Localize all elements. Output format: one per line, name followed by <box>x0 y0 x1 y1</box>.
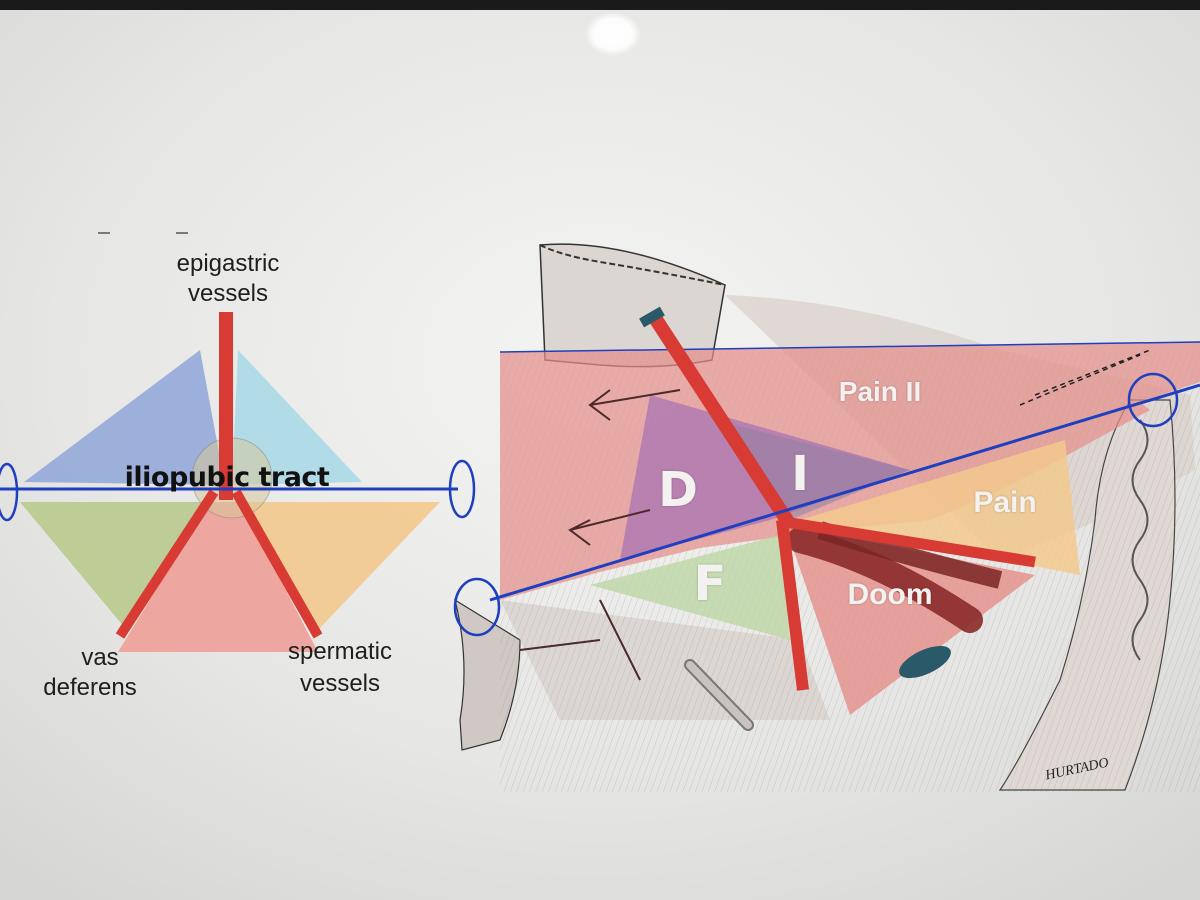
zone-i-label: I <box>791 446 809 502</box>
zone-lower-left <box>20 502 210 628</box>
spermatic-vessel <box>231 489 323 639</box>
zone-upper-left <box>24 350 225 485</box>
zone-lower-right <box>240 502 440 630</box>
vas-label-2: deferens <box>43 674 137 701</box>
pain-label: Pain <box>973 486 1037 519</box>
zone-i <box>715 420 910 520</box>
zone-upper-right <box>232 350 362 485</box>
doom-label: Doom <box>847 578 933 611</box>
zone-f-label: F <box>693 556 727 612</box>
pain-zone <box>800 440 1080 575</box>
zone-d-label: D <box>658 462 698 518</box>
asis-ring-marker <box>1127 372 1179 428</box>
epigastric-label-1: epigastric <box>176 250 280 277</box>
left-ring-marker <box>0 462 19 522</box>
vas-label-1: vas <box>81 644 119 671</box>
right-ring-marker <box>448 459 476 519</box>
iliopubic-line-right <box>489 383 1200 602</box>
spermatic-vessel-right <box>784 516 1036 568</box>
spermatic-label-2: vessels <box>299 670 381 697</box>
zone-f <box>590 535 790 640</box>
vas-deferens-vessel <box>115 489 219 639</box>
iliopubic-tract-label: iliopubic tract <box>124 462 330 493</box>
vas-vessel-right <box>776 519 809 691</box>
zone-lower-center <box>118 502 318 652</box>
left-diagram <box>0 312 476 652</box>
epigastric-label-2: vessels <box>187 280 269 307</box>
right-diagram <box>453 243 1200 792</box>
epigastric-vessel-right <box>649 314 796 529</box>
pubic-ring-marker <box>453 577 501 637</box>
light-glare <box>585 12 641 56</box>
spermatic-label-1: spermatic <box>287 638 393 665</box>
spermatic-cord-sketch <box>787 527 983 633</box>
pain-ii-label: Pain II <box>838 376 922 407</box>
monitor-bezel <box>0 0 1200 10</box>
